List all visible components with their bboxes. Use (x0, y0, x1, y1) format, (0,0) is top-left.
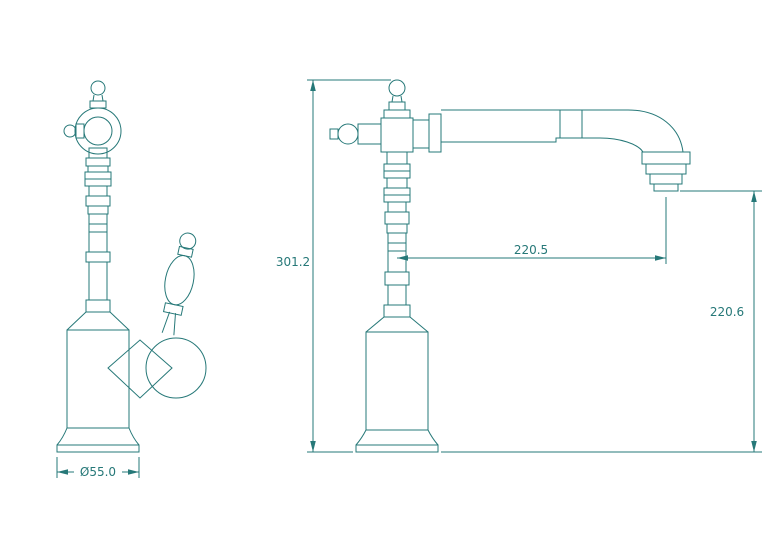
left-handle-lever (107, 232, 207, 399)
dim-label-base-diameter: Ø55.0 (80, 465, 116, 479)
right-tee-cross (380, 113, 442, 153)
left-handle-grip (161, 232, 197, 336)
left-column-baluster (66, 147, 130, 331)
left-body-cylinder (66, 329, 130, 429)
dim-label-overall-height: 301.2 (276, 255, 310, 269)
left-top-finial (89, 80, 107, 109)
right-body-cylinder (365, 331, 429, 431)
spout-nozzle (641, 151, 691, 192)
right-side-knob (329, 123, 382, 145)
right-column-baluster (365, 151, 429, 333)
dimension-lines (56, 79, 762, 478)
dim-label-spout-reach: 220.5 (514, 243, 548, 257)
dimension-labels: Ø55.0 301.2 220.5 220.6 (80, 243, 744, 479)
right-view-faucet-front (329, 79, 691, 453)
left-view-faucet-side (56, 80, 207, 453)
left-base (56, 427, 140, 453)
dimension-arrows (57, 80, 757, 475)
right-base (355, 429, 439, 453)
dim-label-spout-outlet-height: 220.6 (710, 305, 744, 319)
right-spout (441, 109, 691, 192)
right-top-finial (383, 79, 411, 119)
left-ring-detail (63, 107, 122, 155)
